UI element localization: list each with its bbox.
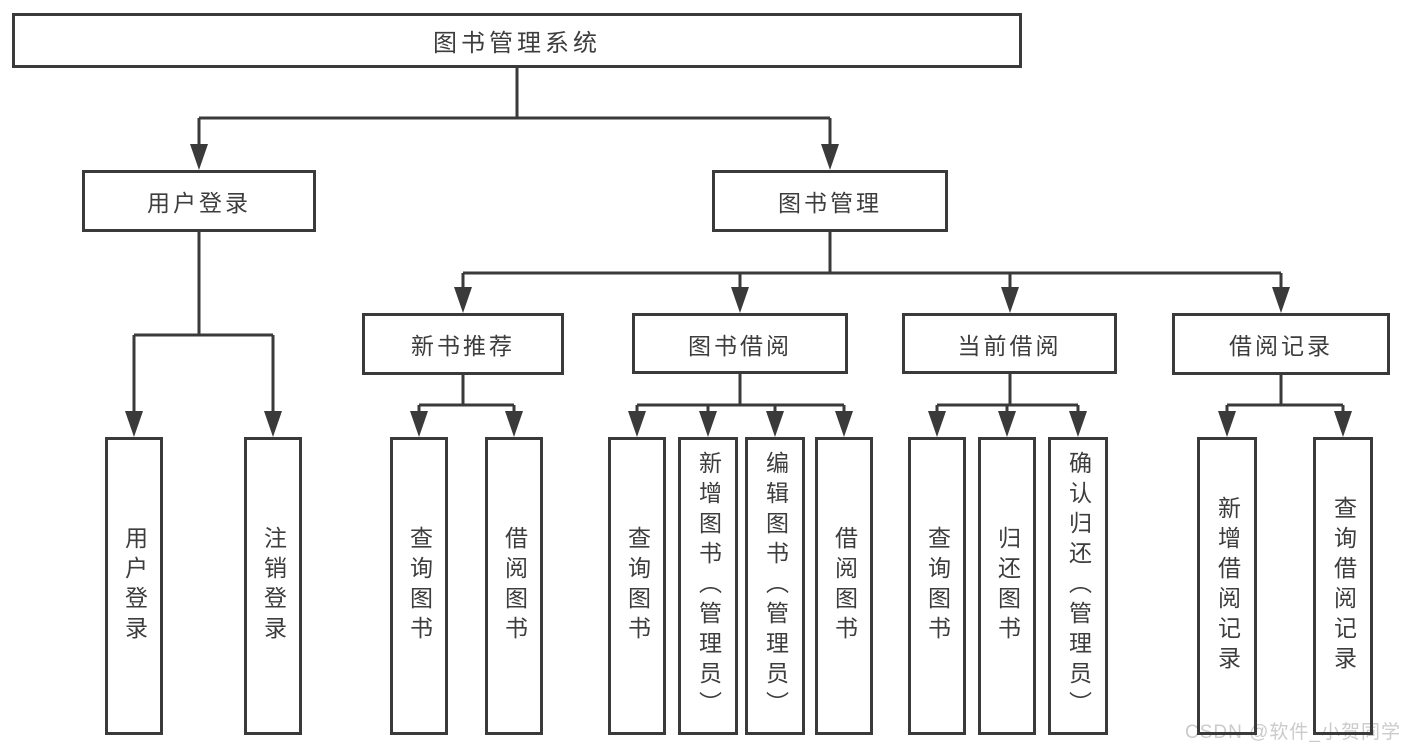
leaf-label: 查询借阅记录 — [1330, 496, 1357, 676]
connectors-user-login-branch — [125, 232, 282, 437]
connectors-borrow-records — [1218, 375, 1352, 437]
connectors-root-to-level2 — [190, 68, 839, 170]
leaf-current-query-books: 查询图书 — [908, 437, 966, 735]
leaf-label: 注销登录 — [260, 526, 287, 646]
leaf-records-query-record: 查询借阅记录 — [1313, 437, 1373, 735]
node-book-borrowing: 图书借阅 — [632, 313, 848, 374]
leaf-label: 借阅图书 — [831, 526, 858, 646]
node-new-book-recommend: 新书推荐 — [362, 313, 564, 375]
leaf-label: 查询图书 — [924, 526, 951, 646]
node-label: 借阅记录 — [1229, 333, 1333, 359]
connectors-current-borrow — [928, 374, 1087, 437]
leaf-label: 归还图书 — [994, 526, 1021, 646]
node-library-management-system: 图书管理系统 — [12, 13, 1022, 68]
leaf-label: 编辑图书（管理员） — [762, 451, 789, 721]
leaf-borrowing-edit-books-admin: 编辑图书（管理员） — [745, 437, 805, 735]
node-label: 图书借阅 — [688, 332, 792, 359]
leaf-borrowing-query-books: 查询图书 — [608, 437, 666, 735]
leaf-records-add-record: 新增借阅记录 — [1197, 437, 1257, 735]
node-borrowing-records: 借阅记录 — [1172, 313, 1390, 375]
leaf-label: 新增借阅记录 — [1214, 496, 1241, 676]
node-label: 当前借阅 — [957, 332, 1062, 359]
node-label: 图书管理系统 — [433, 30, 601, 57]
leaf-borrowing-borrow-books: 借阅图书 — [815, 437, 873, 735]
connectors-book-mgmt-to-level3 — [454, 232, 1290, 313]
leaf-label: 用户登录 — [121, 526, 148, 646]
node-user-login-branch: 用户登录 — [82, 170, 316, 232]
node-label: 图书管理 — [778, 190, 882, 216]
node-current-borrowing: 当前借阅 — [902, 313, 1117, 374]
node-label: 新书推荐 — [411, 333, 515, 359]
connectors-new-book-rec — [410, 375, 523, 437]
leaf-label: 查询图书 — [624, 526, 651, 646]
node-label: 用户登录 — [147, 190, 251, 216]
leaf-label: 查询图书 — [406, 526, 433, 646]
leaf-logout: 注销登录 — [244, 437, 302, 735]
leaf-label: 借阅图书 — [501, 526, 528, 646]
leaf-user-login: 用户登录 — [105, 437, 163, 735]
leaf-recommend-query-books: 查询图书 — [390, 437, 448, 735]
leaf-borrowing-add-books-admin: 新增图书（管理员） — [678, 437, 738, 735]
connectors-book-borrow — [628, 374, 853, 437]
leaf-recommend-borrow-books: 借阅图书 — [485, 437, 543, 735]
watermark: CSDN @软件_小贺同学 — [1185, 722, 1401, 743]
leaf-label: 新增图书（管理员） — [695, 451, 722, 721]
node-book-management: 图书管理 — [712, 170, 948, 232]
leaf-current-confirm-return-admin: 确认归还（管理员） — [1048, 437, 1108, 735]
leaf-current-return-books: 归还图书 — [978, 437, 1036, 735]
leaf-label: 确认归还（管理员） — [1065, 451, 1092, 721]
